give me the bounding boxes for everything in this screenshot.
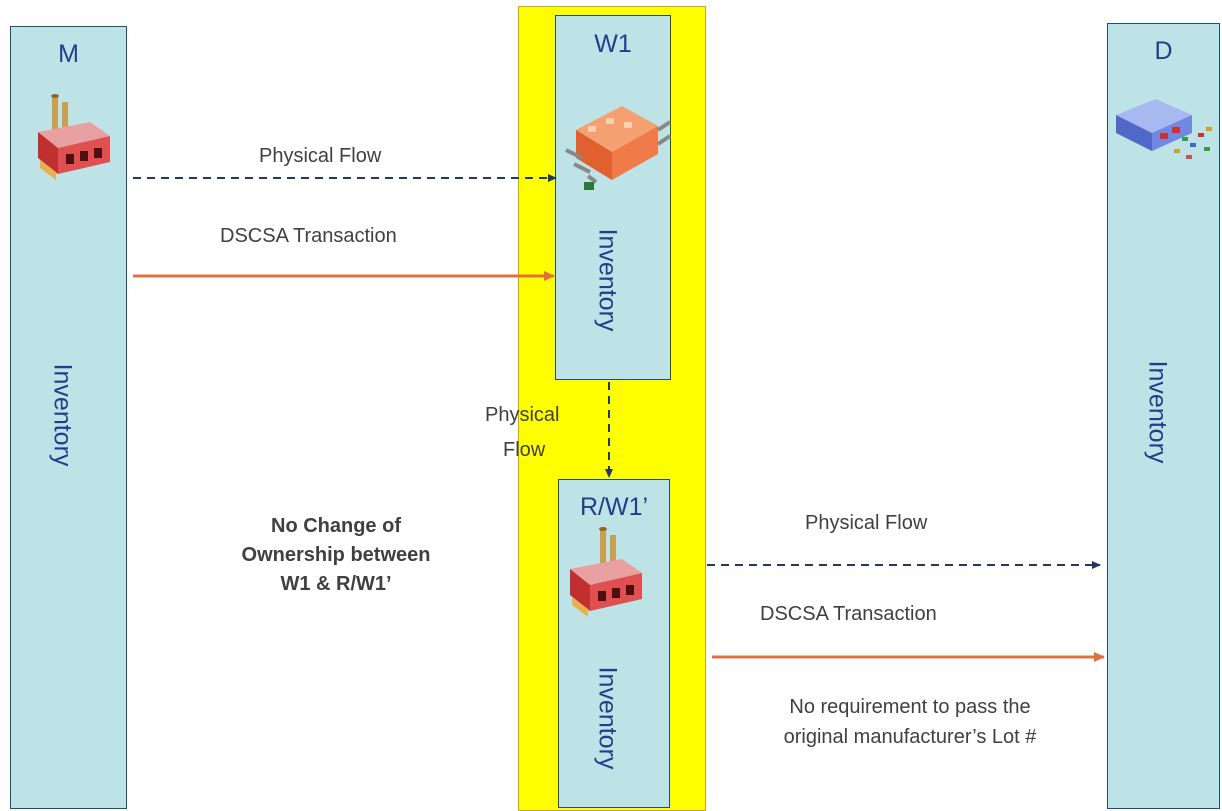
lot-number-note-line2: original manufacturer’s Lot # [783,726,1037,748]
factory-icon [570,527,642,617]
w1-title: W1 [594,30,632,58]
store-icon [1116,99,1212,159]
rw1-d-transaction-label: DSCSA Transaction [760,603,937,625]
w1-box [555,15,671,380]
rw1-box [558,479,670,808]
lot-number-note-line1: No requirement to pass the [789,696,1031,718]
w1-rw1-physical-flow-label-line2: Flow [503,439,546,461]
rw1-d-physical-flow-label: Physical Flow [805,512,928,534]
ownership-note-line3: W1 & R/W1’ [280,573,392,595]
rw1-title: R/W1’ [579,493,649,521]
w1-rw1-physical-flow-label-line1: Physical [485,404,560,426]
factory-icon [38,94,110,180]
warehouse-icon [565,106,672,190]
manufacturer-title: M [58,40,79,68]
ownership-note: No Change of Ownership between W1 & R/W1… [196,512,476,599]
ownership-note-line2: Ownership between [241,544,431,566]
lot-number-note: No requirement to pass the original manu… [730,692,1090,752]
dispenser-column [1107,23,1220,809]
m-w1-physical-flow-label: Physical Flow [259,145,382,167]
m-w1-transaction-label: DSCSA Transaction [220,225,397,247]
ownership-note-line1: No Change of [271,515,401,537]
dispenser-title: D [1154,37,1173,65]
